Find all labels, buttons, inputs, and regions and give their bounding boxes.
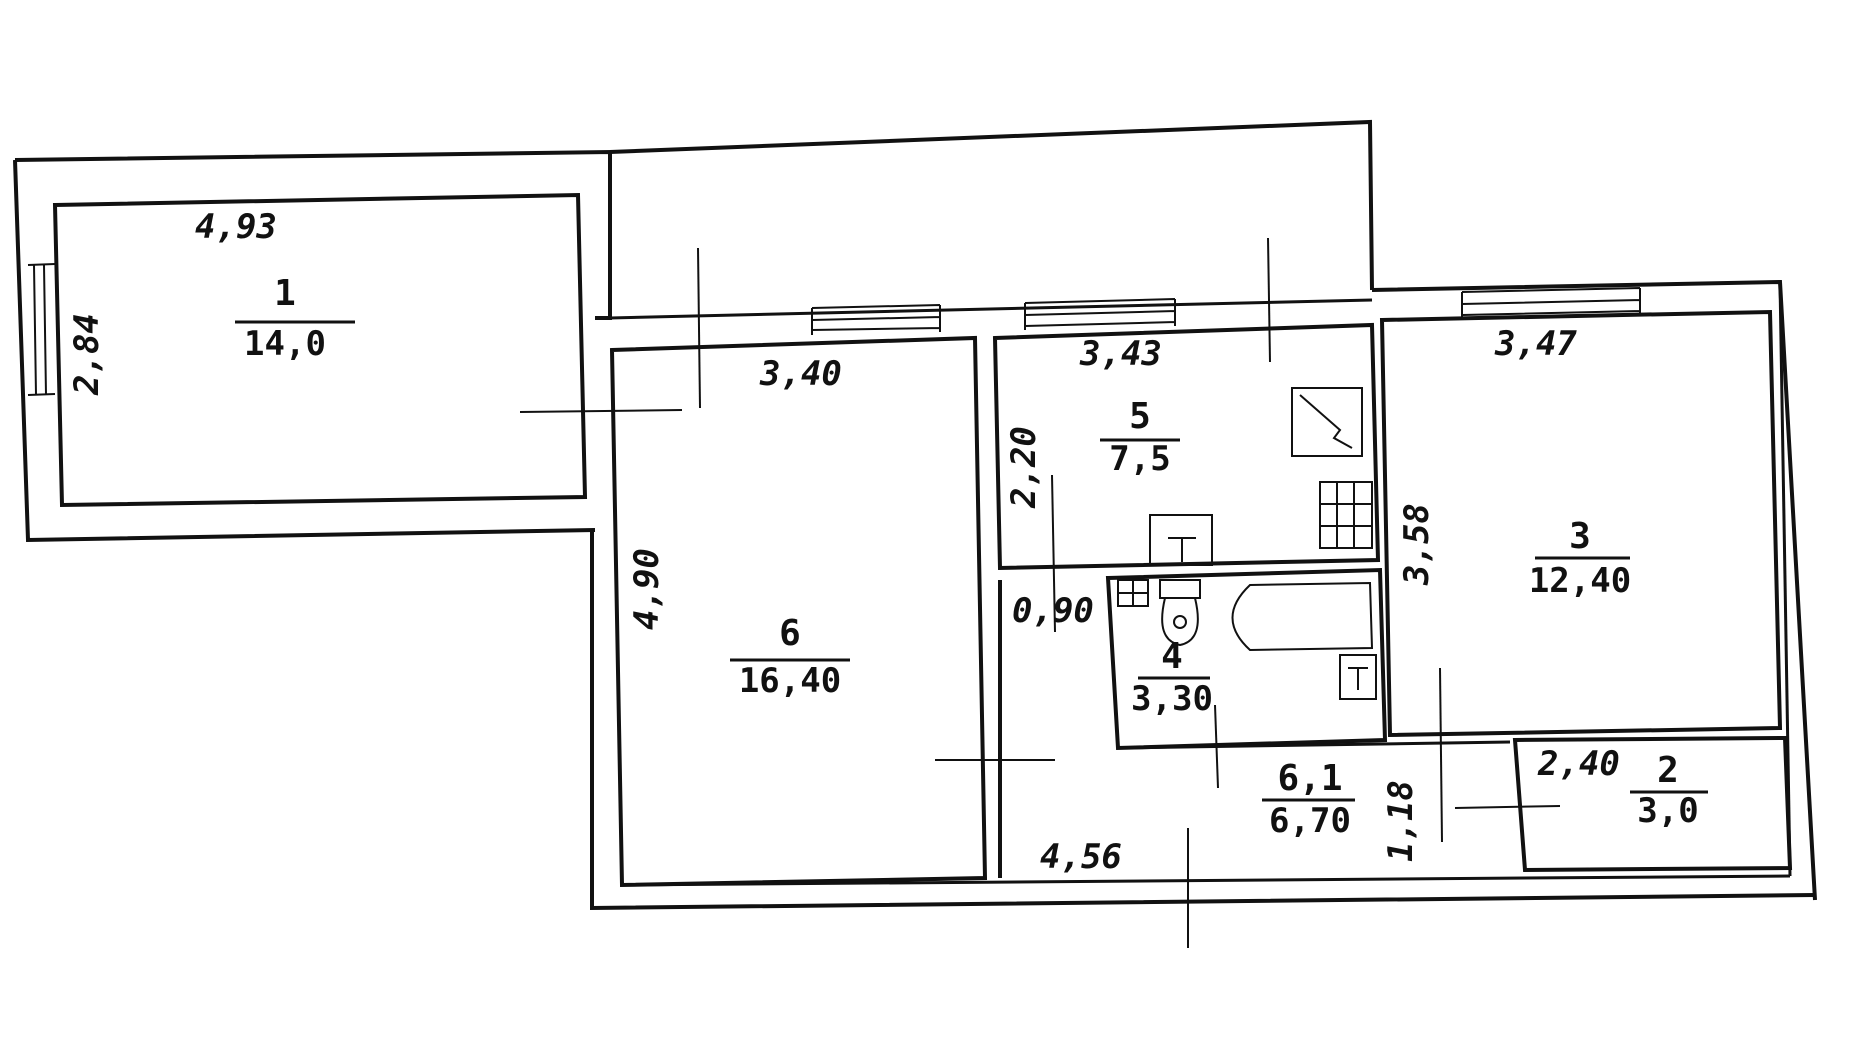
svg-text:6,70: 6,70 [1269, 801, 1351, 841]
dim-room6-top: 3,40 [759, 354, 842, 394]
svg-text:14,0: 14,0 [244, 324, 326, 364]
dim-room3-side: 3,58 [1397, 503, 1437, 586]
window-room5 [1024, 298, 1176, 330]
dim-room1-width: 2,84 [67, 313, 107, 396]
interior-walls [52, 192, 1793, 888]
room-5-label: 5 7,5 [1100, 396, 1180, 479]
window-room1 [27, 263, 56, 396]
dim-hall-length: 4,56 [1040, 837, 1122, 877]
svg-text:16,40: 16,40 [739, 661, 841, 701]
svg-text:3,30: 3,30 [1131, 679, 1213, 719]
toilet-icon [1159, 579, 1201, 647]
fixtures [1117, 387, 1377, 700]
svg-text:2: 2 [1657, 750, 1679, 791]
svg-text:4: 4 [1161, 636, 1183, 677]
washbasin-icon [1339, 654, 1377, 700]
room-4-label: 4 3,30 [1131, 636, 1213, 719]
bathtub-icon [1231, 581, 1374, 652]
dim-room2-length: 2,40 [1537, 744, 1620, 784]
dimension-labels: 4,93 2,84 3,40 4,90 3,43 2,20 3,47 3,58 … [67, 207, 1620, 877]
svg-text:12,40: 12,40 [1529, 561, 1631, 601]
dim-hall-width: 1,18 [1381, 780, 1421, 862]
bath-grid-icon [1117, 579, 1149, 607]
dim-corridor-small: 0,90 [1012, 591, 1094, 631]
room-2-label: 2 3,0 [1630, 750, 1708, 831]
windows [27, 263, 1641, 396]
svg-text:1: 1 [274, 273, 296, 314]
svg-text:7,5: 7,5 [1109, 439, 1170, 479]
dim-room3-top: 3,47 [1494, 324, 1577, 364]
sink-grid-icon [1319, 481, 1373, 549]
dim-room5-top: 3,43 [1079, 334, 1162, 374]
svg-text:6: 6 [779, 613, 801, 654]
window-room6 [811, 304, 941, 335]
svg-text:3: 3 [1569, 516, 1591, 557]
dim-room1-length: 4,93 [195, 207, 277, 247]
room-6-label: 6 16,40 [730, 613, 850, 701]
table-icon [1149, 514, 1213, 566]
dim-room6-side: 4,90 [627, 548, 667, 630]
room-3-label: 3 12,40 [1529, 516, 1631, 601]
window-room3 [1461, 287, 1641, 320]
door-marks [519, 237, 1561, 948]
svg-text:3,0: 3,0 [1637, 791, 1698, 831]
room-1-label: 1 14,0 [235, 273, 355, 364]
dim-room5-side: 2,20 [1004, 426, 1044, 509]
svg-text:6,1: 6,1 [1277, 758, 1342, 799]
svg-text:5: 5 [1129, 396, 1151, 437]
stove-icon [1291, 387, 1363, 457]
outer-walls [13, 119, 1817, 911]
hall-6-1-label: 6,1 6,70 [1262, 758, 1355, 841]
